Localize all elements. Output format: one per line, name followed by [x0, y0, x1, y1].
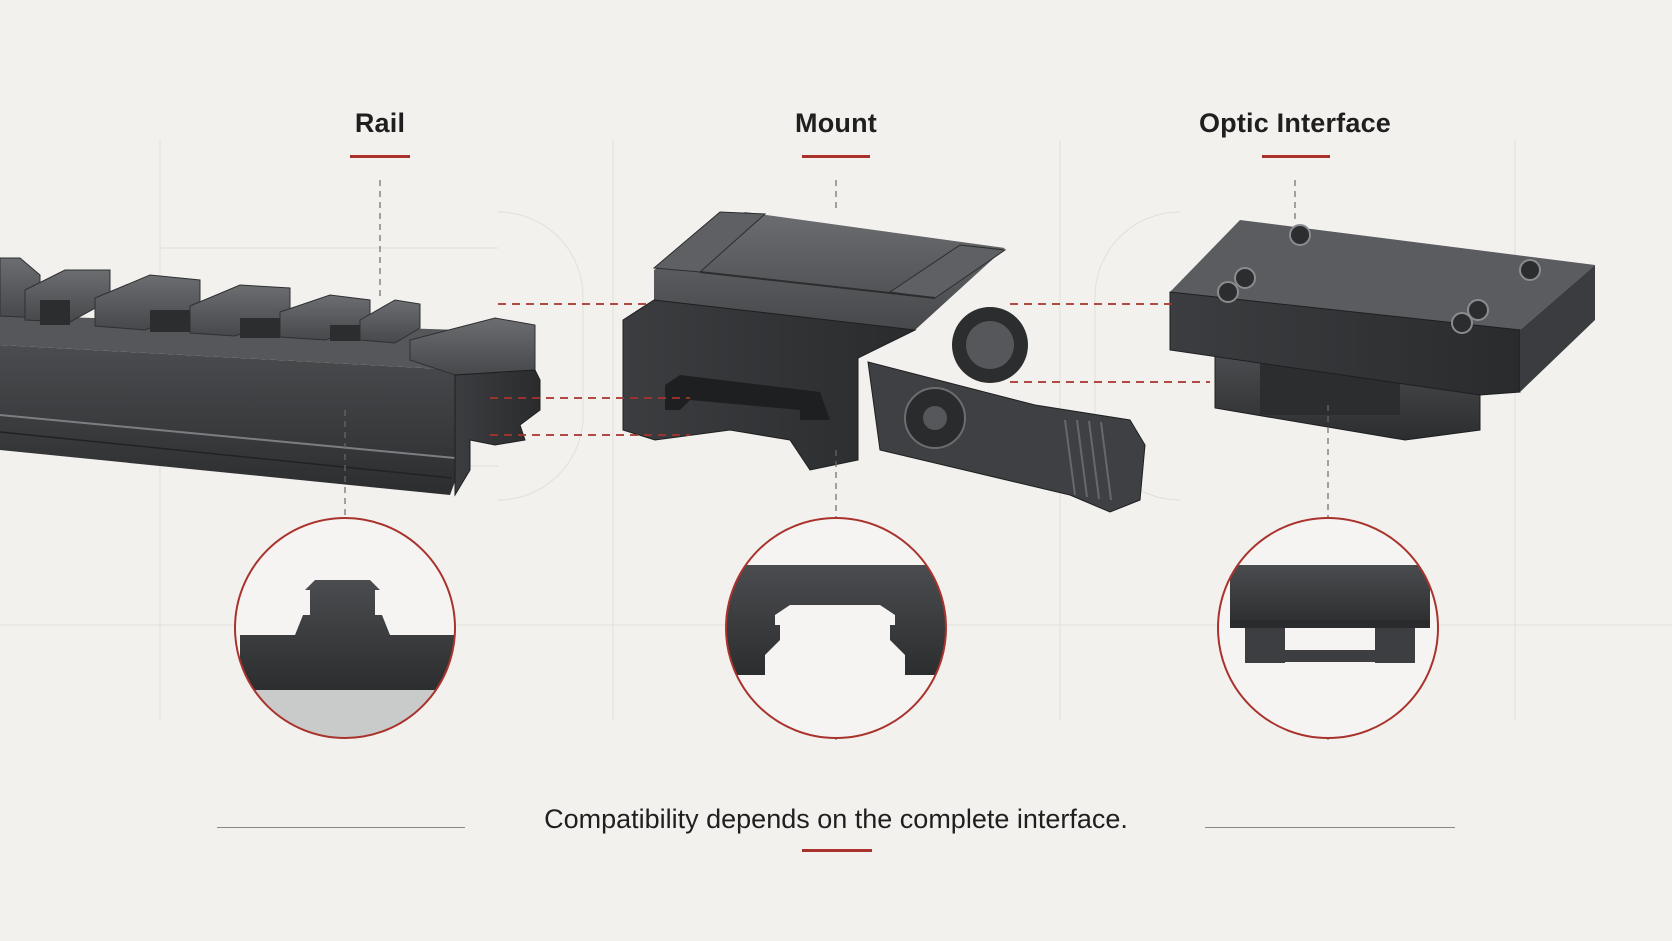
- heading-optic-interface: Optic Interface: [1198, 108, 1392, 138]
- caption-rule-left: [217, 827, 465, 828]
- heading-rail: Rail: [354, 108, 406, 138]
- mount-profile-detail: [725, 517, 947, 739]
- qd-mount-illustration: [622, 211, 1146, 513]
- caption-rule-right: [1205, 827, 1455, 828]
- caption-text: Compatibility depends on the complete in…: [544, 804, 1128, 834]
- rail-profile-detail: [234, 517, 456, 739]
- alignment-lines: [490, 303, 1210, 436]
- heading-rail-underline: [350, 155, 410, 158]
- heading-mount-underline: [802, 155, 870, 158]
- picatinny-rail-illustration: [0, 257, 541, 497]
- optic-profile-detail: [1217, 517, 1439, 739]
- heading-optic-underline: [1262, 155, 1330, 158]
- caption-underline: [802, 849, 872, 852]
- heading-mount: Mount: [795, 108, 877, 138]
- optic-plate-illustration: [1169, 220, 1595, 441]
- mount-lever: [867, 307, 1146, 513]
